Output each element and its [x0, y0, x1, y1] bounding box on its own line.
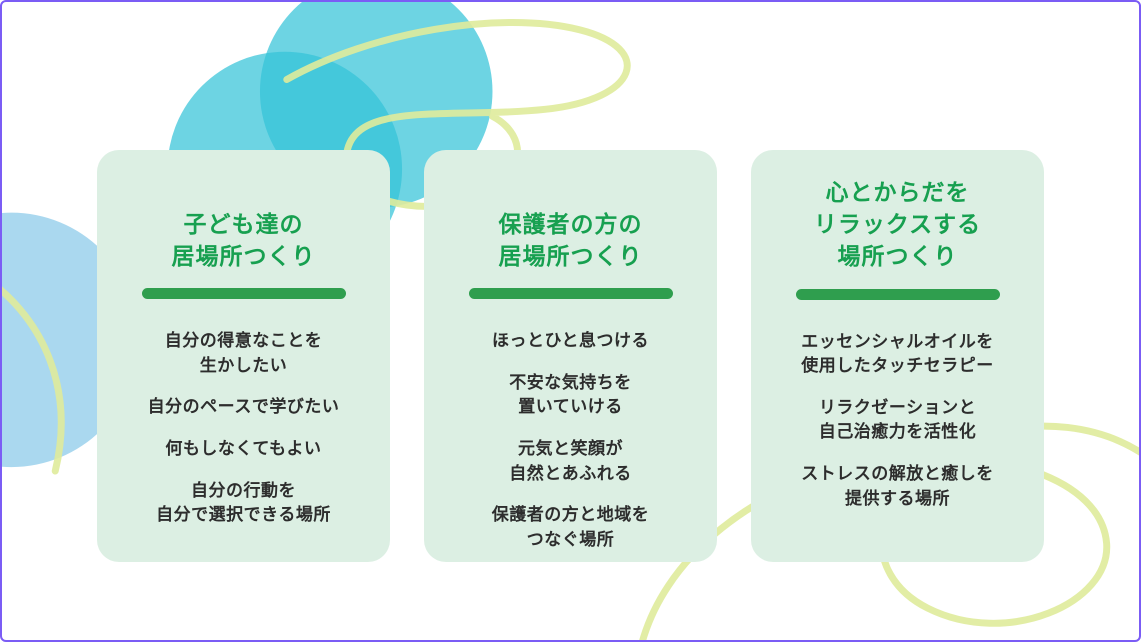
item-line: 元気と笑顔が: [518, 438, 623, 458]
item-line: ストレスの解放と癒しを: [801, 464, 994, 484]
card-guardians-place: 保護者の方の 居場所つくり ほっとひと息つける 不安な気持ちを 置いていける 元…: [424, 150, 717, 562]
item-line: ほっとひと息つける: [492, 331, 649, 350]
card-item: 不安な気持ちを 置いていける: [442, 371, 699, 420]
item-line: 不安な気持ちを: [509, 372, 632, 392]
item-line: リラクゼーションと: [818, 397, 977, 417]
card-item: 保護者の方と地域を つなぐ場所: [442, 503, 699, 552]
item-line: エッセンシャルオイルを: [801, 331, 994, 351]
accent-divider: [468, 288, 673, 299]
card-title: 子ども達の 居場所つくり: [115, 176, 372, 272]
card-title-line: 場所つくり: [837, 243, 958, 270]
item-line: 自分の行動を: [191, 480, 296, 500]
card-title: 保護者の方の 居場所つくり: [442, 176, 699, 272]
card-title-line: 心とからだを: [825, 179, 970, 205]
card-kids-place: 子ども達の 居場所つくり 自分の得意なことを 生かしたい 自分のペースで学びたい…: [97, 150, 390, 562]
card-item: 何もしなくてもよい: [115, 437, 372, 462]
accent-divider: [141, 288, 346, 299]
card-title-line: 居場所つくり: [498, 242, 643, 269]
card-item: 自分の得意なことを 生かしたい: [115, 329, 372, 378]
item-line: 使用したタッチセラピー: [801, 356, 994, 376]
accent-divider: [795, 288, 1000, 300]
decor-squiggle-left: [2, 286, 65, 475]
item-line: 提供する場所: [845, 488, 950, 508]
item-line: 生かしたい: [199, 355, 288, 375]
card-item: エッセンシャルオイルを 使用したタッチセラピー: [769, 330, 1026, 379]
feature-cards-row: 子ども達の 居場所つくり 自分の得意なことを 生かしたい 自分のペースで学びたい…: [97, 150, 1044, 562]
card-item: 元気と笑顔が 自然とあふれる: [442, 437, 699, 486]
item-line: 何もしなくてもよい: [165, 438, 322, 458]
card-item: ほっとひと息つける: [442, 329, 699, 354]
card-item: ストレスの解放と癒しを 提供する場所: [769, 462, 1026, 511]
card-item-list: 自分の得意なことを 生かしたい 自分のペースで学びたい 何もしなくてもよい 自分…: [115, 329, 372, 528]
card-item: 自分の行動を 自分で選択できる場所: [115, 479, 372, 528]
card-relaxation-place: 心とからだを リラックスする 場所つくり エッセンシャルオイルを 使用したタッチ…: [751, 150, 1044, 562]
card-title-line: 居場所つくり: [171, 242, 316, 269]
card-title-line: 子ども達の: [183, 210, 304, 237]
card-item-list: エッセンシャルオイルを 使用したタッチセラピー リラクゼーションと 自己治癒力を…: [769, 330, 1026, 512]
item-line: 自分のペースで学びたい: [147, 397, 340, 417]
card-item-list: ほっとひと息つける 不安な気持ちを 置いていける 元気と笑顔が 自然とあふれる …: [442, 329, 699, 552]
card-title-line: 保護者の方の: [498, 210, 643, 237]
card-item: 自分のペースで学びたい: [115, 395, 372, 420]
item-line: 自分の得意なことを: [164, 331, 323, 350]
item-line: つなぐ場所: [526, 529, 615, 549]
card-title-line: リラックスする: [813, 211, 982, 238]
item-line: 自己治癒力を活性化: [818, 422, 977, 442]
card-item: リラクゼーションと 自己治癒力を活性化: [769, 396, 1026, 445]
item-line: 保護者の方と地域を: [491, 505, 650, 525]
item-line: 置いていける: [518, 397, 623, 417]
item-line: 自分で選択できる場所: [156, 505, 331, 525]
card-title: 心とからだを リラックスする 場所つくり: [769, 176, 1026, 273]
item-line: 自然とあふれる: [509, 463, 632, 483]
